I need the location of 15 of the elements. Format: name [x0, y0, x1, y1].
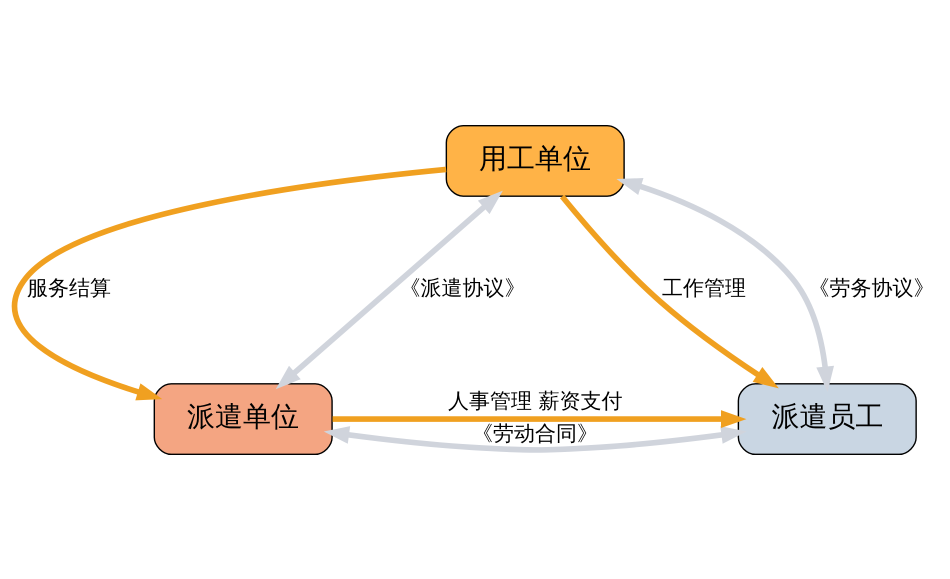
node-box: 派遣员工 — [738, 382, 917, 455]
edge-label: 工作管理 — [662, 274, 746, 300]
edge-label: 《派遣协议》 — [400, 274, 526, 300]
arrow — [332, 410, 746, 428]
arrow — [324, 426, 747, 452]
arrow — [12, 166, 446, 400]
node-box: 派遣单位 — [154, 382, 333, 455]
node-box: 用工单位 — [446, 124, 625, 196]
arrow — [616, 178, 834, 392]
edge-label: 《劳务协议》 — [808, 274, 935, 300]
edge-label: 人事管理 薪资支付 — [448, 387, 623, 412]
arrow — [560, 194, 779, 388]
edge-label: 《劳动合同》 — [472, 420, 598, 445]
arrow — [276, 190, 503, 389]
edge-label: 服务结算 — [26, 274, 111, 300]
